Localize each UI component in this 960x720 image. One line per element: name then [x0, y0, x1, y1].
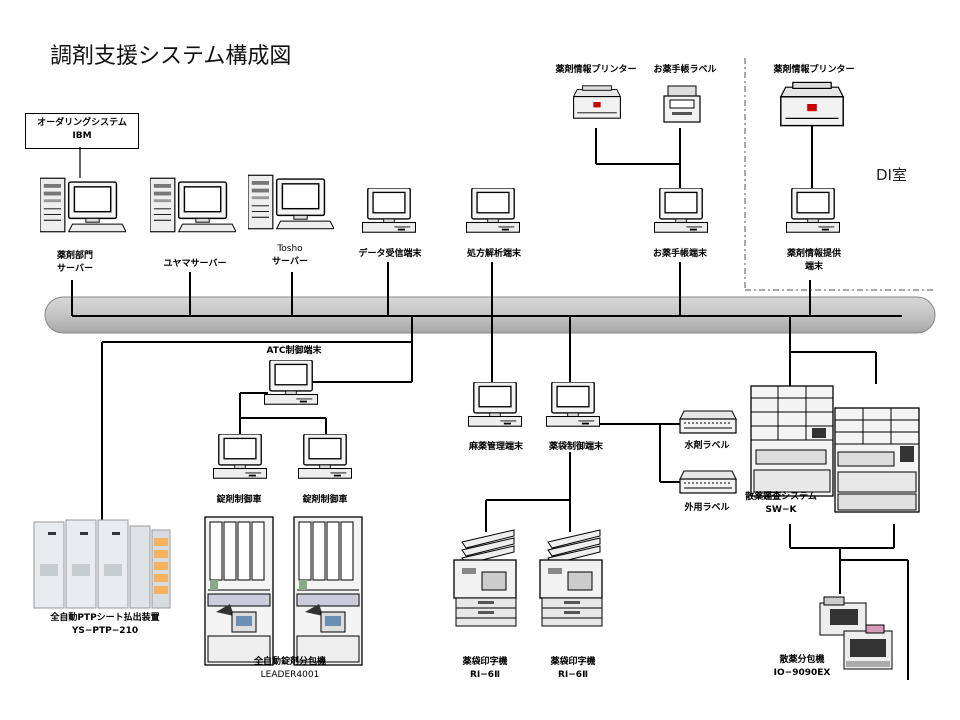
rx-analysis-terminal-label: 処方解析端末 — [466, 249, 521, 259]
ptp-dispenser-icon — [33, 519, 171, 609]
ptp-dispenser-label: 全自動PTPシート払出装置 YS−PTP−210 — [50, 613, 160, 636]
yuyama-server-icon — [150, 177, 236, 233]
drug-info-printer-1-label: 薬剤情報プリンター — [555, 65, 637, 75]
external-label-printer-label: 外用ラベル — [684, 503, 730, 513]
di-room-border — [744, 58, 935, 291]
notebook-label-printer-label: お薬手帳ラベル — [653, 65, 717, 75]
bag-control-terminal-label: 薬袋制御端末 — [548, 442, 603, 452]
bag-printer-2-label: 薬袋印字機 RI−6Ⅱ — [550, 657, 596, 680]
notebook-label-printer-icon — [663, 85, 701, 123]
leader-packer-2-icon — [293, 516, 363, 666]
narcotic-terminal-icon — [468, 382, 522, 427]
drug-info-printer-1-icon — [572, 85, 622, 119]
ordering-system-vendor: IBM — [72, 131, 92, 141]
data-receive-terminal-icon — [362, 188, 416, 233]
drug-info-terminal-label: 薬剤情報提供 端末 — [786, 249, 841, 272]
page-title: 調剤支援システム構成図 — [50, 44, 292, 69]
external-label-printer-icon — [679, 470, 737, 494]
department-server-label: 薬剤部門 サーバー — [56, 251, 93, 274]
narcotic-terminal-label: 麻薬管理端末 — [468, 442, 523, 452]
tosho-server-label: Tosho サーバー — [272, 244, 308, 267]
rx-analysis-terminal-icon — [466, 188, 520, 233]
liquid-label-printer-icon — [679, 410, 737, 434]
notebook-terminal-label: お薬手帳端末 — [652, 249, 707, 259]
yuyama-server-label: ユヤマサーバー — [163, 259, 227, 269]
tablet-car-1-icon — [213, 434, 267, 479]
department-server-icon — [40, 177, 126, 233]
bag-printer-1-icon — [453, 529, 517, 627]
data-receive-terminal-label: データ受信端末 — [358, 249, 422, 259]
atc-terminal-icon — [264, 360, 318, 405]
leader-packer-label: 全自動錠剤分包機 LEADER4001 — [253, 657, 326, 680]
powder-packer-label: 散薬分包機 IO−9090EX — [773, 655, 831, 678]
bag-control-terminal-icon — [546, 382, 600, 427]
powder-audit-system-label: 散薬鑑査システム SW−K — [745, 492, 817, 515]
tablet-car-2-icon — [298, 434, 352, 479]
drug-info-printer-2-icon — [780, 81, 844, 127]
drug-info-printer-2-label: 薬剤情報プリンター — [773, 65, 855, 75]
tosho-server-icon — [248, 174, 334, 230]
tablet-car-2-label: 錠剤制御車 — [302, 495, 348, 505]
bag-printer-2-icon — [539, 529, 603, 627]
bag-printer-1-label: 薬袋印字機 RI−6Ⅱ — [462, 657, 508, 680]
atc-terminal-label: ATC制御端末 — [266, 346, 322, 356]
di-room-label: DI室 — [876, 166, 907, 184]
connection-lines — [71, 124, 909, 680]
ordering-system-label: オーダリングシステム — [37, 118, 127, 128]
tablet-car-1-label: 錠剤制御車 — [216, 495, 262, 505]
liquid-label-printer-label: 水剤ラベル — [684, 441, 730, 451]
ordering-system-box: オーダリングシステム IBM — [25, 113, 139, 149]
notebook-terminal-icon — [654, 188, 708, 233]
leader-packer-1-icon — [204, 516, 274, 666]
drug-info-terminal-icon — [786, 188, 840, 233]
